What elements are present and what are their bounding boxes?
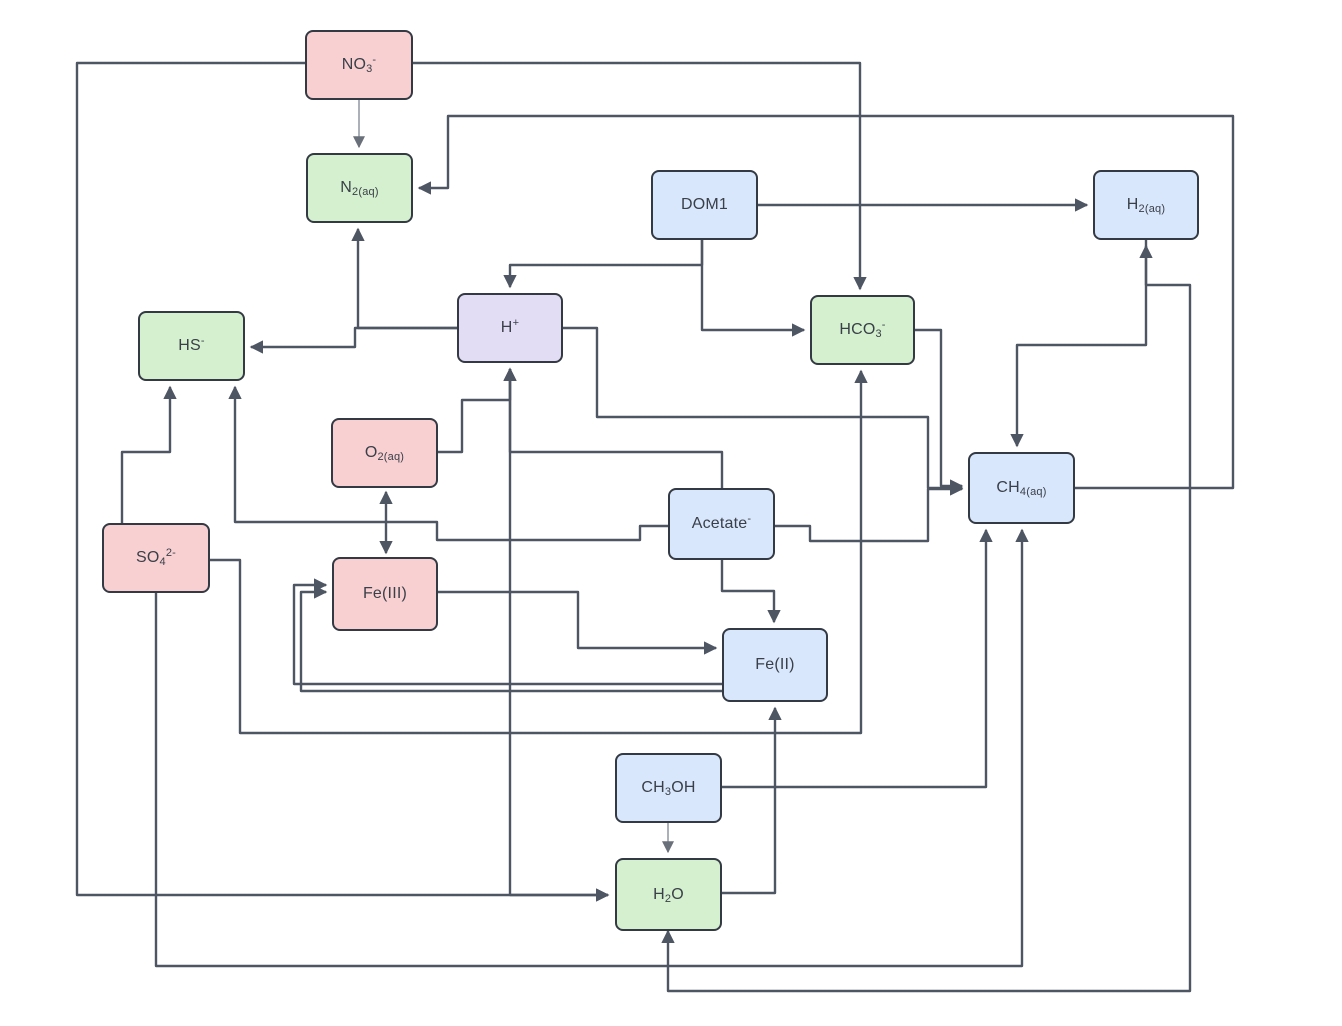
- node-label-O2: O2(aq): [364, 444, 405, 463]
- edge-Acetate-Hplus: [503, 367, 724, 488]
- node-label-CH3OH: CH3OH: [641, 779, 696, 798]
- edge-SO4-CH4: [154, 528, 1029, 968]
- edge-Hplus-N2: [351, 227, 457, 330]
- node-CH4: CH4(aq): [968, 452, 1075, 524]
- edge-H2-CH4: [1010, 240, 1148, 448]
- node-Hplus: H+: [457, 293, 563, 363]
- node-label-Acetate: Acetate-: [691, 513, 752, 533]
- node-label-FeII: Fe(II): [755, 656, 795, 673]
- edge-Acetate-CH4: [775, 482, 964, 543]
- edge-DOM1-HCO3: [700, 240, 806, 337]
- node-label-FeIII: Fe(III): [362, 585, 408, 602]
- edge-Hplus-H2O: [503, 367, 610, 902]
- node-FeIII: Fe(III): [332, 557, 438, 631]
- edge-H2O-FeII: [722, 706, 782, 895]
- node-label-DOM1: DOM1: [680, 196, 729, 213]
- node-H2: H2(aq): [1093, 170, 1199, 240]
- edge-NO3-H2O: [75, 61, 610, 902]
- node-label-H2: H2(aq): [1126, 196, 1166, 215]
- node-DOM1: DOM1: [651, 170, 758, 240]
- node-HCO3: HCO3-: [810, 295, 915, 365]
- node-SO4: SO42-: [102, 523, 210, 593]
- edge-O2-Hplus: [438, 367, 517, 454]
- node-NO3: NO3-: [305, 30, 413, 100]
- node-label-HCO3: HCO3-: [839, 319, 886, 340]
- edge-Acetate-HS: [228, 385, 668, 542]
- node-label-SO4: SO42-: [135, 547, 177, 568]
- edge-Acetate-FeII: [720, 560, 781, 624]
- edge-NO3-HCO3: [413, 61, 867, 291]
- edge-FeIII-FeII: [438, 590, 718, 655]
- edge-HCO3-CH4: [915, 328, 964, 493]
- edge-DOM1-Hplus: [503, 240, 704, 289]
- node-label-H2O: H2O: [653, 885, 684, 905]
- node-label-NO3: NO3-: [341, 54, 377, 75]
- edge-FeII-FeIII: [299, 585, 722, 693]
- edge-Hplus-HS: [249, 326, 457, 354]
- node-label-N2: N2(aq): [340, 179, 379, 198]
- node-label-CH4: CH4(aq): [996, 479, 1047, 498]
- node-label-HS: HS-: [178, 335, 205, 355]
- edge-H2O-H2: [661, 244, 1192, 993]
- node-Acetate: Acetate-: [668, 488, 775, 560]
- node-HS: HS-: [138, 311, 245, 381]
- node-H2O: H2O: [615, 858, 722, 931]
- edge-SO4-HS: [120, 385, 177, 523]
- edge-FeII-FeIII: [292, 578, 722, 686]
- node-CH3OH: CH3OH: [615, 753, 722, 823]
- node-label-Hplus: H+: [500, 317, 520, 337]
- node-N2: N2(aq): [306, 153, 413, 223]
- edge-CH4-N2: [417, 114, 1235, 490]
- node-FeII: Fe(II): [722, 628, 828, 702]
- node-O2: O2(aq): [331, 418, 438, 488]
